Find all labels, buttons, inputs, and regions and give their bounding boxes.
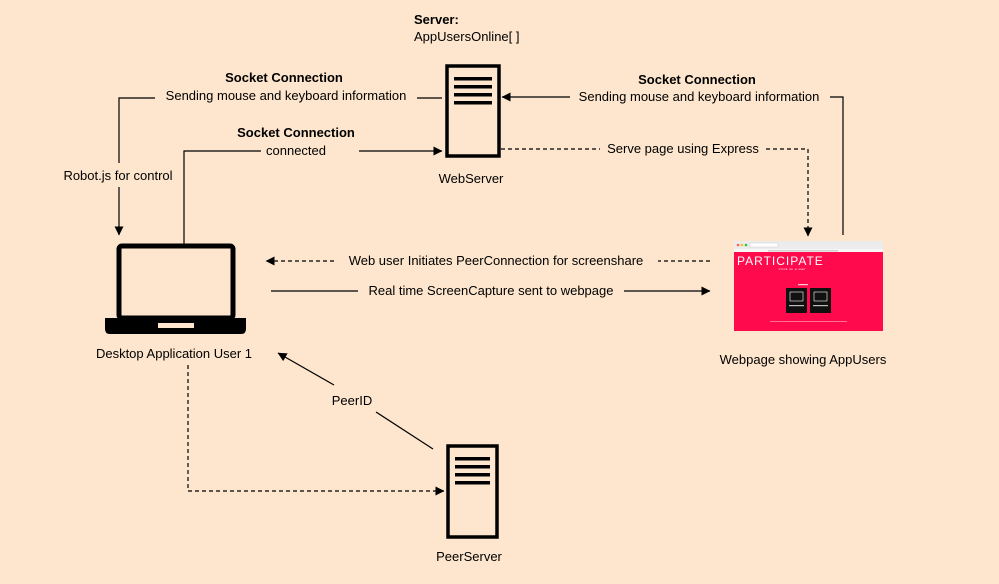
webpage-screenshot: PARTICIPATE click on a user	[734, 241, 883, 331]
edge-socket-middle: Socket Connection connected	[183, 125, 442, 244]
webserver-label: WebServer	[439, 171, 504, 186]
desktop-label: Desktop Application User 1	[96, 346, 252, 361]
edge-peer-connection: Web user Initiates PeerConnection for sc…	[266, 253, 710, 268]
webserver-icon	[445, 64, 501, 158]
robot-label: Robot.js for control	[63, 168, 172, 183]
webpage-screenshot-subheading: click on a user	[778, 267, 805, 271]
edge-peer-id: PeerID	[278, 353, 434, 450]
server-header-subtitle: AppUsersOnline[ ]	[414, 29, 520, 44]
screen-capture-label: Real time ScreenCapture sent to webpage	[369, 283, 614, 298]
webpage-label: Webpage showing AppUsers	[720, 352, 887, 367]
serve-page-label: Serve page using Express	[607, 141, 759, 156]
edge-screen-capture: Real time ScreenCapture sent to webpage	[271, 283, 710, 298]
edge-socket-left: Socket Connection Sending mouse and keyb…	[63, 70, 442, 235]
socket-right-title: Socket Connection	[638, 72, 756, 87]
peerserver-icon	[446, 444, 499, 539]
edge-serve-page: Serve page using Express	[501, 141, 808, 236]
edge-laptop-peerserver	[187, 365, 445, 496]
server-header-title: Server:	[414, 12, 459, 27]
laptop-icon	[105, 243, 246, 334]
edge-socket-right: Socket Connection Sending mouse and keyb…	[502, 72, 844, 235]
socket-left-title: Socket Connection	[225, 70, 343, 85]
peerserver-label: PeerServer	[436, 549, 502, 564]
socket-middle-text: connected	[266, 143, 326, 158]
socket-right-text: Sending mouse and keyboard information	[579, 89, 820, 104]
peer-connection-label: Web user Initiates PeerConnection for sc…	[349, 253, 644, 268]
peer-id-label: PeerID	[332, 393, 372, 408]
socket-middle-title: Socket Connection	[237, 125, 355, 140]
socket-left-text: Sending mouse and keyboard information	[166, 88, 407, 103]
webpage-screenshot-heading: PARTICIPATE	[737, 254, 824, 268]
